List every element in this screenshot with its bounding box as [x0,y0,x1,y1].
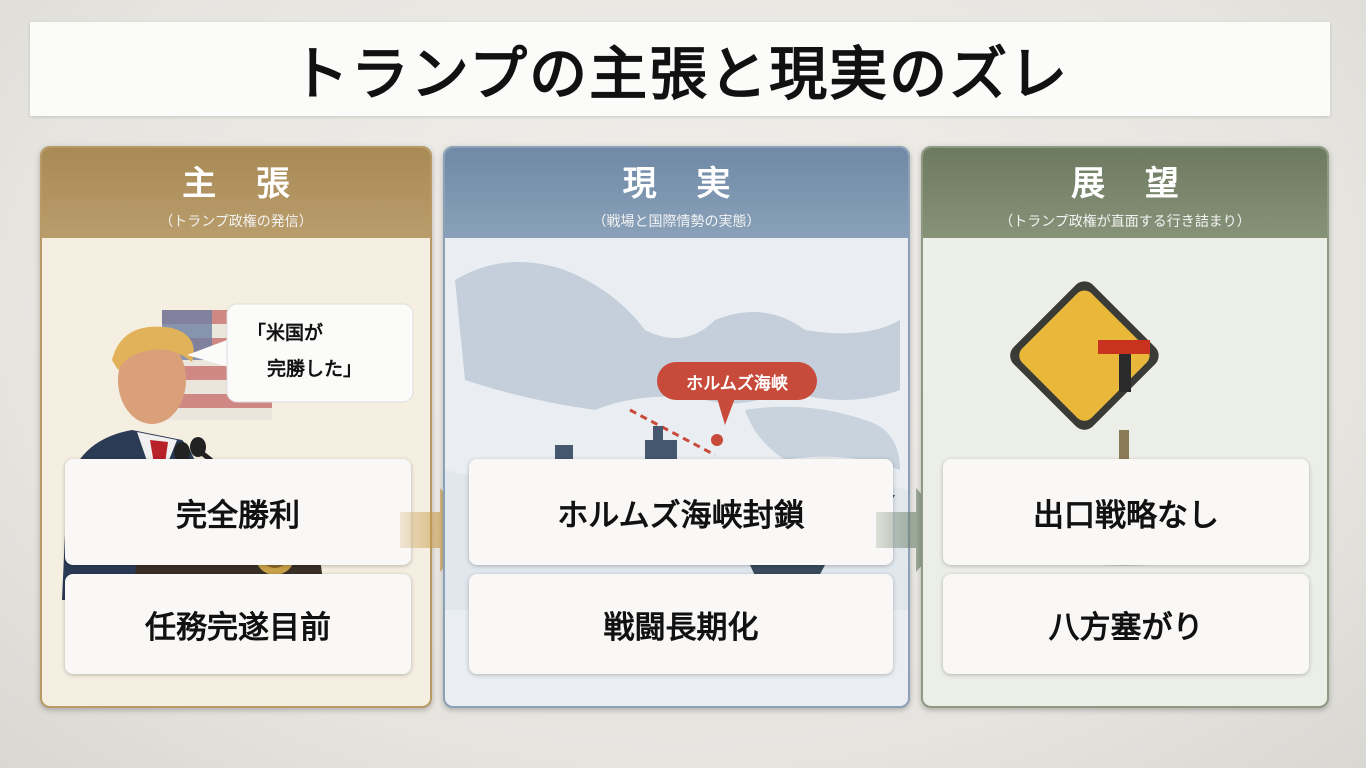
panel-reality-heading: 現 実 [622,163,745,204]
t-junction-road-sign-icon [923,240,1327,610]
speech-bubble-line1: 「米国が [247,322,324,344]
panel-claim: 主 張 （トランプ政権の発信） [40,146,432,708]
panel-claim-heading: 主 張 [182,163,304,204]
page-title: トランプの主張と現実のズレ [290,40,1070,108]
title-bar: トランプの主張と現実のズレ [30,22,1330,116]
panel-reality-header: 現 実 （戦場と国際情勢の実態） [445,148,908,238]
speech-bubble-line2: 完勝した」 [267,358,363,380]
panel-outlook-subheading: （トランプ政権が直面する行き詰まり） [999,213,1251,230]
claim-card-1: 完全勝利 [65,459,411,565]
panel-outlook-header: 展 望 （トランプ政権が直面する行き詰まり） [923,148,1327,238]
panel-claim-subheading: （トランプ政権の発信） [159,213,313,230]
panel-outlook: 展 望 （トランプ政権が直面する行き詰まり） 出口戦略なし 八方塞がり [921,146,1329,708]
panel-reality: 現 実 （戦場と国際情勢の実態） [443,146,910,708]
outlook-card-1: 出口戦略なし [943,459,1309,565]
reality-card-1: ホルムズ海峡封鎖 [469,459,893,565]
outlook-card-2: 八方塞がり [943,574,1309,674]
panel-claim-header: 主 張 （トランプ政権の発信） [42,148,430,238]
panel-reality-subheading: （戦場と国際情勢の実態） [592,213,761,230]
claim-card-2: 任務完遂目前 [65,574,411,674]
reality-card-2: 戦闘長期化 [469,574,893,674]
panel-outlook-heading: 展 望 [1071,163,1193,204]
strait-label: ホルムズ海峡 [686,373,788,394]
